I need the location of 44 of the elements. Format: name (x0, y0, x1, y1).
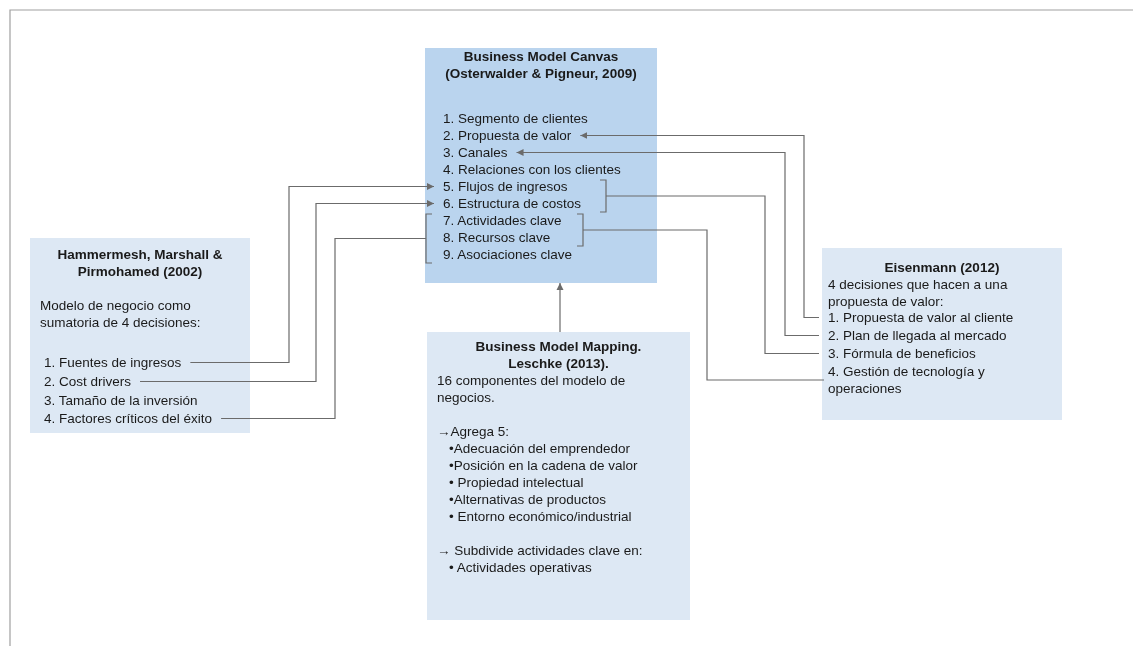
box-heading: Business Model Canvas (Osterwalder & Pigneur, 2009) (444, 48, 638, 82)
list-item: 5. Flujos de ingresos (434, 178, 577, 195)
bracket-mark (426, 214, 432, 263)
list-item: 9. Asociaciones clave (434, 246, 582, 263)
bullet-text: •Posición en la cadena de valor (448, 457, 639, 474)
list-item: 1. Segmento de clientes (434, 110, 597, 127)
bullet-text: • Actividades operativas (448, 559, 593, 576)
bracket-mark (600, 180, 606, 212)
list-item: 4. Factores críticos del éxito (35, 410, 222, 427)
list-item: 1. Fuentes de ingresos (35, 354, 191, 371)
list-item: 2. Plan de llegada al mercado (819, 327, 1016, 344)
connector-arrow (579, 132, 820, 319)
list-item: 3. Fórmula de beneficios (819, 345, 985, 362)
box-heading: Business Model Mapping. Leschke (2013). (474, 338, 643, 372)
body-text: Modelo de negocio como sumatoria de 4 decisiones: (40, 297, 202, 331)
list-item: 8. Recursos clave (434, 229, 560, 246)
bullet-text: • Entorno económico/industrial (448, 508, 633, 525)
box-heading: Eisenmann (2012) (883, 259, 1001, 276)
body-text: 16 componentes del modelo de negocios. (437, 372, 627, 406)
connector-arrow (515, 149, 820, 337)
list-item: 3. Tamaño de la inversión (35, 392, 207, 409)
connector-arrow (556, 282, 564, 333)
body-text: →Agrega 5: (437, 423, 511, 440)
list-item: 3. Canales (434, 144, 517, 161)
source-box (427, 332, 690, 620)
bullet-text: •Adecuación del emprendedor (448, 440, 632, 457)
canvas-box (425, 48, 657, 283)
list-item: 2. Propuesta de valor (434, 127, 581, 144)
bullet-text: •Alternativas de productos (448, 491, 608, 508)
connector-arrow (139, 200, 435, 383)
source-box (30, 238, 250, 433)
list-item: 4. Gestión de tecnología y operaciones (824, 363, 1054, 397)
list-item: 7. Actividades clave (434, 212, 571, 229)
list-item: 4. Relaciones con los clientes (434, 161, 630, 178)
bullet-text: • Propiedad intelectual (448, 474, 585, 491)
body-text: → Subdivide actividades clave en: (437, 542, 644, 559)
list-item: 2. Cost drivers (35, 373, 141, 390)
box-heading: Hammermesh, Marshall & Pirmohamed (2002) (56, 246, 224, 280)
list-item: 1. Propuesta de valor al cliente (819, 309, 1023, 326)
connector-arrow (189, 183, 435, 364)
body-text: 4 decisiones que hacen a una propuesta de valor: (828, 276, 1009, 310)
list-item: 6. Estructura de costos (434, 195, 591, 212)
bracket-mark (577, 214, 583, 246)
source-box (822, 248, 1062, 420)
